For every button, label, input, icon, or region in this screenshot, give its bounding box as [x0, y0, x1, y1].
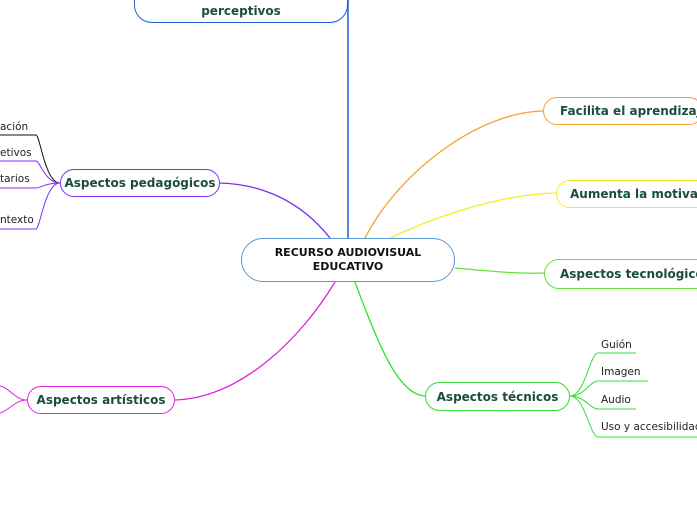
link-artisticos [174, 281, 336, 401]
node-label: Aumenta la motivación [570, 187, 697, 201]
node-tecnologicos[interactable]: Aspectos tecnológicos [544, 259, 697, 289]
leaf-tecnicos-3[interactable]: Audio [601, 394, 631, 406]
leaf-tecnicos-2[interactable]: Imagen [601, 366, 641, 378]
link-tecnologicos [454, 267, 545, 274]
central-node[interactable]: RECURSO AUDIOVISUAL EDUCATIVO [241, 238, 455, 282]
leaf-pedagogicos-1[interactable]: ación [0, 121, 29, 133]
node-label: Facilita el aprendizaje [560, 104, 697, 118]
node-label: Aspectos pedagógicos [64, 176, 216, 190]
node-facilita[interactable]: Facilita el aprendizaje [543, 97, 697, 125]
leaf-tecnicos-4[interactable]: Uso y accesibilidad [601, 421, 697, 433]
node-perceptivos[interactable]: perceptivos [134, 0, 348, 23]
central-title-line1: RECURSO AUDIOVISUAL [274, 246, 422, 259]
node-artisticos[interactable]: Aspectos artísticos [27, 386, 175, 414]
link-tecnicos [354, 281, 427, 397]
link-facilita [364, 110, 544, 239]
node-label: perceptivos [201, 3, 281, 18]
node-label: Aspectos artísticos [36, 393, 166, 407]
node-label: Aspectos tecnológicos [560, 267, 697, 281]
central-title-line2: EDUCATIVO [312, 260, 384, 273]
leaf-pedagogicos-3[interactable]: tarios [0, 173, 30, 185]
link-motivacion [389, 192, 557, 239]
leaf-tecnicos-1[interactable]: Guión [601, 339, 632, 351]
node-motivacion[interactable]: Aumenta la motivación [556, 180, 697, 208]
node-pedagogicos[interactable]: Aspectos pedagógicos [60, 169, 220, 197]
link-pedagogicos [219, 182, 331, 239]
leaf-pedagogicos-4[interactable]: ntexto [0, 214, 34, 226]
leaf-pedagogicos-2[interactable]: etivos [0, 147, 32, 159]
node-label: Aspectos técnicos [436, 389, 559, 404]
node-tecnicos[interactable]: Aspectos técnicos [425, 382, 570, 411]
